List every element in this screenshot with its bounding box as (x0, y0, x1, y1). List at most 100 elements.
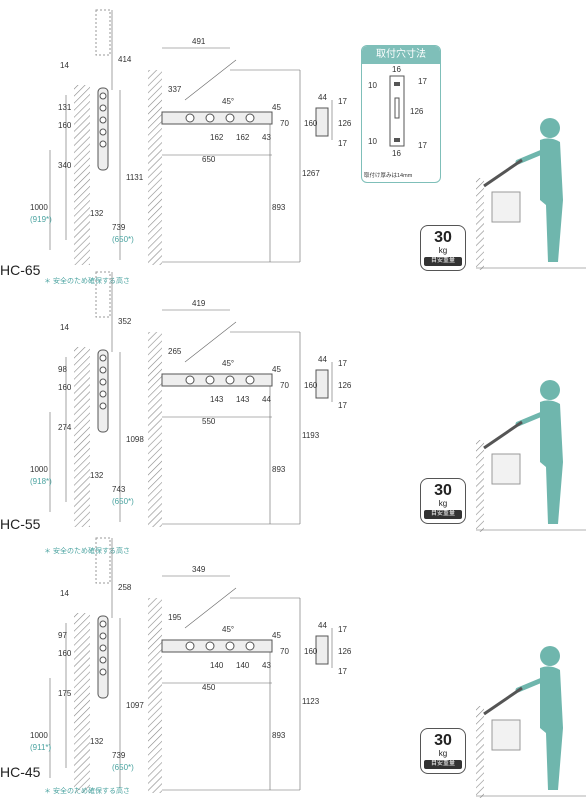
section-diagram: 352 14 98 160 274 1000 (918*) 132 743 (6… (30, 271, 586, 532)
badge-weight: 30 (434, 229, 452, 246)
hole-dim-top: 16 (392, 65, 401, 74)
front-h2: 70 (280, 381, 289, 390)
front-x2: 162 (236, 133, 250, 142)
mount-holes-diagram: 16 10 126 16 10 17 17 (368, 65, 427, 158)
mount-holes-title: 取付穴寸法 (362, 46, 440, 64)
badge-label: 目安重量 (424, 257, 462, 266)
side-top: 414 (118, 55, 132, 64)
front-floor: 893 (272, 465, 286, 474)
weight-badge: 30 kg 目安重量 (420, 225, 466, 271)
weight-badge: 30 kg 目安重量 (420, 478, 466, 524)
front-h1: 45 (272, 103, 281, 112)
side-b: 160 (58, 649, 72, 658)
bracket-mid: 160 (304, 647, 318, 656)
front-reach: 349 (192, 565, 206, 574)
bracket-mid2: 126 (338, 647, 352, 656)
bracket-bot: 17 (338, 667, 347, 676)
bracket-h: 17 (338, 359, 347, 368)
front-span: 650 (202, 155, 216, 164)
front-reach: 419 (192, 299, 206, 308)
front-drop: 195 (168, 613, 182, 622)
hole-dim-bottom: 16 (392, 149, 401, 158)
front-span: 550 (202, 417, 216, 426)
side-d: 1000 (30, 731, 48, 740)
badge-weight: 30 (434, 732, 452, 749)
front-reach: 491 (192, 37, 206, 46)
front-x3: 44 (262, 395, 271, 404)
side-g: 1131 (126, 173, 144, 182)
front-angle: 45° (222, 359, 234, 368)
side-f-t: (650*) (112, 763, 134, 772)
side-g: 1098 (126, 435, 144, 444)
front-total: 1267 (302, 169, 320, 178)
bracket-mid2: 126 (338, 381, 352, 390)
bracket-bot: 17 (338, 139, 347, 148)
bracket-mid: 160 (304, 381, 318, 390)
side-e: 132 (90, 209, 104, 218)
front-x3: 43 (262, 133, 271, 142)
side-c: 340 (58, 161, 72, 170)
side-c: 274 (58, 423, 72, 432)
side-c: 175 (58, 689, 72, 698)
side-f: 739 (112, 751, 126, 760)
mount-holes-note: 取付け厚みは14mm (364, 173, 413, 179)
side-w: 14 (60, 589, 69, 598)
front-drop: 337 (168, 85, 182, 94)
front-x1: 143 (210, 395, 224, 404)
bracket-w: 44 (318, 93, 327, 102)
front-total: 1123 (302, 697, 320, 706)
model-label: HC-65 (0, 262, 41, 278)
side-b: 160 (58, 383, 72, 392)
side-f: 739 (112, 223, 126, 232)
front-drop: 265 (168, 347, 182, 356)
side-d-t: (919*) (30, 215, 52, 224)
side-w: 14 (60, 61, 69, 70)
section-1: 414 14 131 160 340 1000 (919*) 132 739 (… (0, 0, 586, 285)
front-h2: 70 (280, 119, 289, 128)
bracket-w: 44 (318, 355, 327, 364)
safety-note: ＊ 安全のため確保する高さ (44, 278, 130, 285)
side-f-t: (650*) (112, 235, 134, 244)
badge-unit: kg (438, 499, 448, 508)
side-e: 132 (90, 471, 104, 480)
hole-dim-right-top: 17 (418, 77, 427, 86)
model-label: HC-55 (0, 516, 41, 532)
bracket-h: 17 (338, 625, 347, 634)
model-label: HC-45 (0, 764, 41, 780)
bracket-bot: 17 (338, 401, 347, 410)
front-span: 450 (202, 683, 216, 692)
mount-holes-box: 取付穴寸法 16 10 126 16 10 17 17 取付け厚みは14mm (361, 45, 441, 183)
side-d: 1000 (30, 465, 48, 474)
front-x2: 140 (236, 661, 250, 670)
badge-weight: 30 (434, 482, 452, 499)
front-angle: 45° (222, 97, 234, 106)
front-h1: 45 (272, 365, 281, 374)
hole-dim-right-bot: 17 (418, 141, 427, 150)
safety-note: ＊ 安全のため確保する高さ (44, 548, 130, 555)
side-w: 14 (60, 323, 69, 332)
hole-dim-left-top: 10 (368, 81, 377, 90)
front-x3: 43 (262, 661, 271, 670)
front-h1: 45 (272, 631, 281, 640)
front-angle: 45° (222, 625, 234, 634)
side-f: 743 (112, 485, 126, 494)
side-top: 352 (118, 317, 132, 326)
bracket-w: 44 (318, 621, 327, 630)
side-top: 258 (118, 583, 132, 592)
bracket-h: 17 (338, 97, 347, 106)
badge-unit: kg (438, 246, 448, 255)
front-total: 1193 (302, 431, 320, 440)
side-a: 98 (58, 365, 67, 374)
side-a: 131 (58, 103, 72, 112)
front-floor: 893 (272, 731, 286, 740)
bracket-mid: 160 (304, 119, 318, 128)
section-diagram: 414 14 131 160 340 1000 (919*) 132 739 (… (30, 9, 586, 270)
badge-label: 目安重量 (424, 510, 462, 519)
weight-badge: 30 kg 目安重量 (420, 728, 466, 774)
hole-dim-left-bot: 10 (368, 137, 377, 146)
front-floor: 893 (272, 203, 286, 212)
section-2: 352 14 98 160 274 1000 (918*) 132 743 (6… (0, 262, 586, 555)
front-x1: 162 (210, 133, 224, 142)
side-d-t: (911*) (30, 743, 52, 752)
front-x1: 140 (210, 661, 224, 670)
